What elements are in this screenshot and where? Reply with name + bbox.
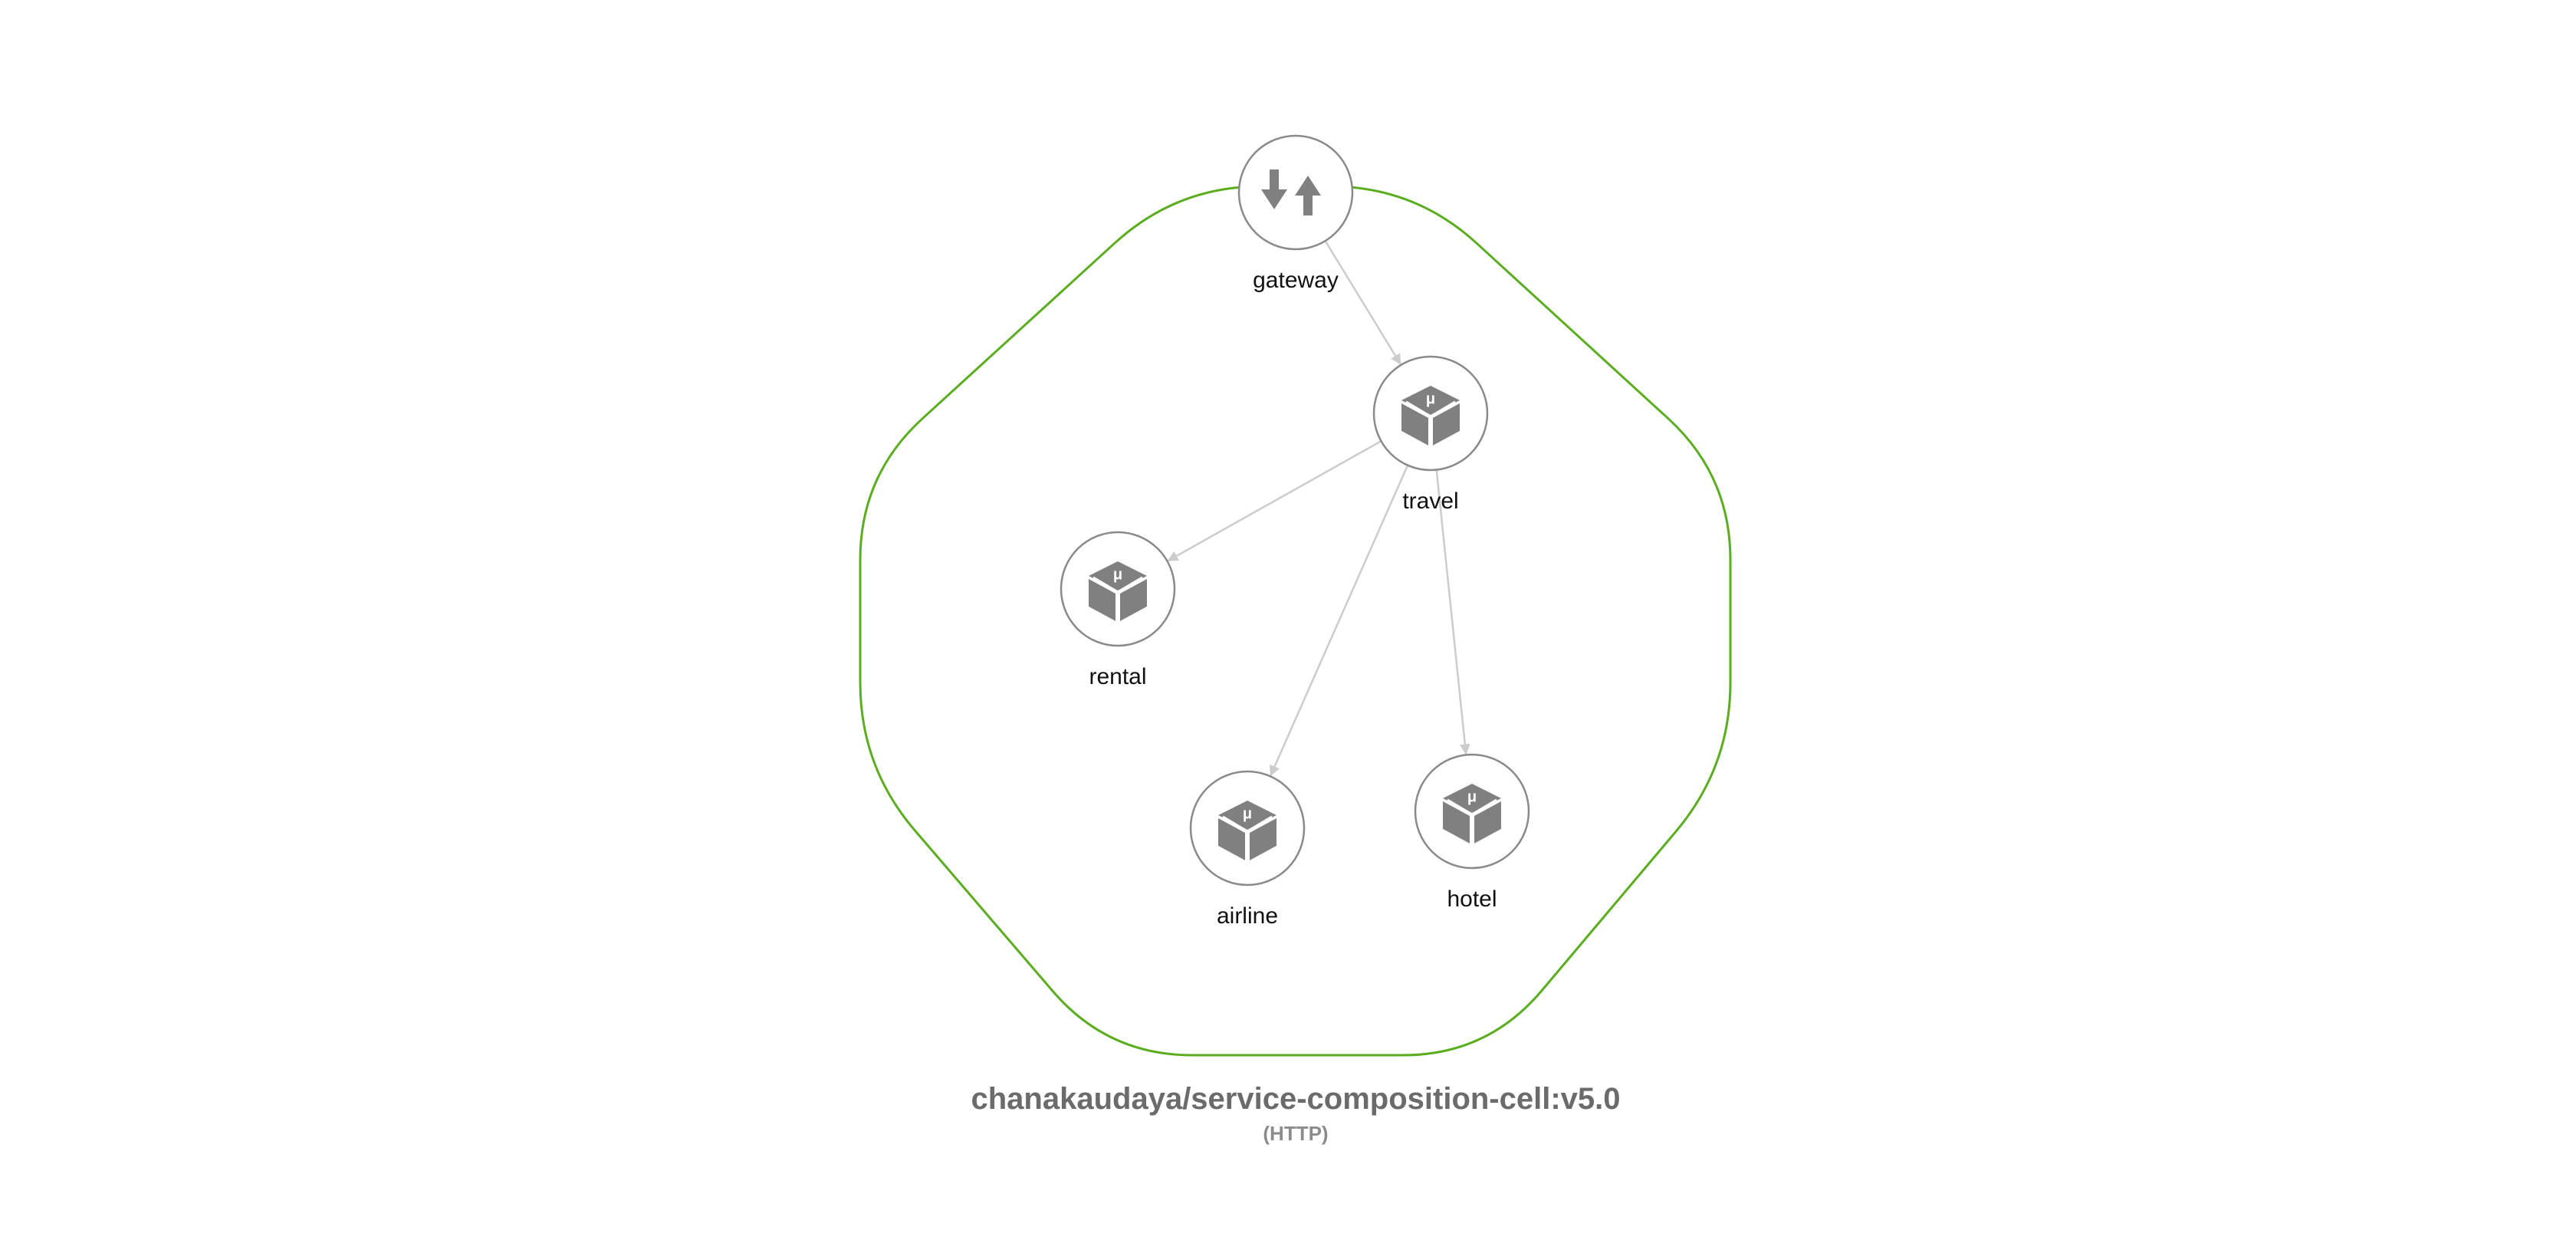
edge-travel-to-rental [1166, 440, 1382, 562]
edge-travel-to-airline [1269, 465, 1409, 777]
node-gateway[interactable]: gateway [1237, 134, 1354, 293]
gateway-arrows-icon [1261, 169, 1321, 215]
node-airline[interactable]: μ airline [1189, 770, 1306, 929]
microservice-cube-icon: μ [1218, 801, 1276, 860]
microservice-cube-icon: μ [1443, 784, 1501, 844]
node-hotel[interactable]: μ hotel [1414, 753, 1530, 912]
node-travel[interactable]: μ travel [1372, 355, 1489, 514]
node-label-travel: travel [1402, 488, 1458, 514]
micro-glyph: μ [1113, 567, 1122, 584]
cell-name-title: chanakaudaya/service-composition-cell:v5… [971, 1082, 1620, 1116]
microservice-cube-icon: μ [1401, 386, 1460, 446]
node-circle[interactable] [1237, 134, 1354, 251]
micro-glyph: μ [1467, 789, 1477, 806]
micro-glyph: μ [1426, 391, 1435, 408]
cell-boundary [859, 185, 1732, 1057]
edge-gateway-to-travel [1324, 240, 1402, 366]
node-label-airline: airline [1217, 903, 1278, 929]
node-label-hotel: hotel [1447, 886, 1497, 912]
edge-travel-to-hotel [1435, 469, 1470, 755]
node-label-gateway: gateway [1253, 268, 1339, 293]
node-rental[interactable]: μ rental [1060, 531, 1176, 689]
micro-glyph: μ [1243, 806, 1252, 823]
node-label-rental: rental [1089, 664, 1146, 689]
cell-protocol-label: (HTTP) [1263, 1122, 1328, 1145]
microservice-cube-icon: μ [1089, 561, 1147, 621]
